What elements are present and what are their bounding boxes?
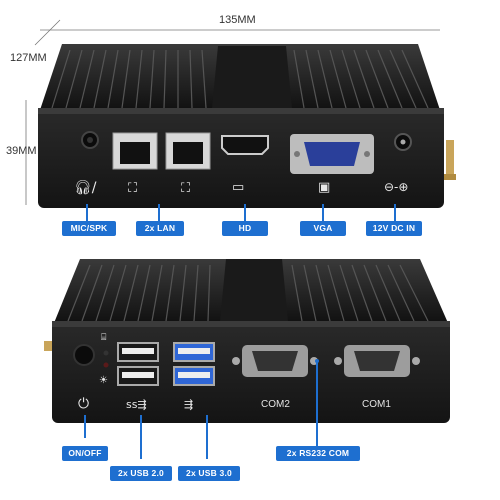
hd-callout: HD [222, 221, 268, 236]
power-icon: ⏻ [78, 396, 90, 412]
monitor-icon: ▣ [318, 180, 331, 195]
dc-power-icon: ⊖-⊕ [384, 180, 409, 194]
rs232-callout: 2x RS232 COM [276, 446, 360, 461]
depth-dimension: 127MM [10, 52, 47, 64]
bottom-device-photo [44, 259, 450, 423]
storage-led-icon: ⌸ [101, 333, 107, 343]
com1-label: COM1 [362, 399, 391, 410]
height-dimension: 39MM [6, 145, 37, 157]
leader-line [206, 415, 208, 459]
onoff-callout: ON/OFF [62, 446, 108, 461]
leader-line [394, 204, 396, 222]
usb2-callout: 2x USB 2.0 [110, 466, 172, 481]
leader-line [316, 361, 318, 459]
leader-line [322, 204, 324, 222]
com2-label: COM2 [261, 399, 290, 410]
usb-icon: ⇶ [184, 398, 194, 411]
leader-line [84, 415, 86, 438]
leader-line [158, 204, 160, 222]
top-device-photo [25, 19, 456, 208]
dc-in-callout: 12V DC IN [366, 221, 422, 236]
hdmi-icon: ▭ [232, 180, 245, 195]
vga-callout: VGA [300, 221, 346, 236]
network-icon: ⛶ [128, 181, 138, 196]
leader-line [140, 415, 142, 459]
leader-line [86, 204, 88, 222]
mic-spk-callout: MIC/SPK [62, 221, 116, 236]
network-icon: ⛶ [181, 181, 191, 196]
lan-callout: 2x LAN [136, 221, 184, 236]
width-dimension: 135MM [219, 14, 256, 26]
power-led-icon: ☀ [99, 375, 108, 386]
usb3-callout: 2x USB 3.0 [178, 466, 240, 481]
headset-icon: 🎧︎/ [74, 180, 97, 196]
leader-line [244, 204, 246, 222]
usb-ss-icon: ss⇶ [126, 398, 147, 411]
